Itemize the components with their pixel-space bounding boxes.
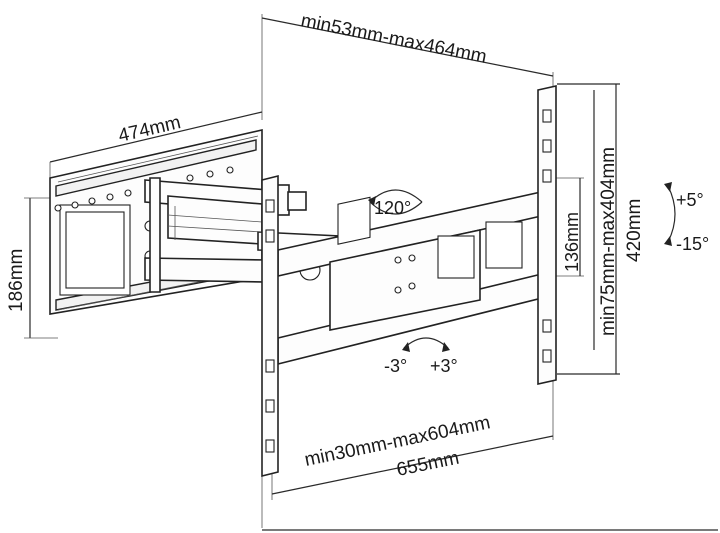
wall-width-dim-line xyxy=(49,111,263,163)
plate-height-label: 420mm xyxy=(624,199,645,262)
articulating-arms xyxy=(144,177,341,293)
plate-width-label: 655mm xyxy=(395,448,461,481)
tilt-arrow-icon xyxy=(664,182,676,246)
vertical-range-label: min75mm-max404mm xyxy=(598,147,619,336)
top-dim-line xyxy=(261,17,554,77)
plate-width-dim-line xyxy=(271,435,554,495)
rotate-right-label: +3° xyxy=(430,356,458,376)
tv-plate xyxy=(261,85,557,478)
inner-height-label: 136mm xyxy=(562,212,582,272)
swivel-arrow-icon xyxy=(368,189,423,215)
wall-width-label: 474mm xyxy=(116,112,182,147)
top-dim-label: min53mm-max464mm xyxy=(299,10,488,68)
wall-height-label: 186mm xyxy=(6,249,27,312)
swivel-angle-label: 120° xyxy=(374,198,411,218)
rotate-left-label: -3° xyxy=(384,356,407,376)
tilt-up-label: +5° xyxy=(676,190,704,210)
tilt-down-label: -15° xyxy=(676,234,709,254)
rotate-arrow-icon xyxy=(402,337,450,352)
